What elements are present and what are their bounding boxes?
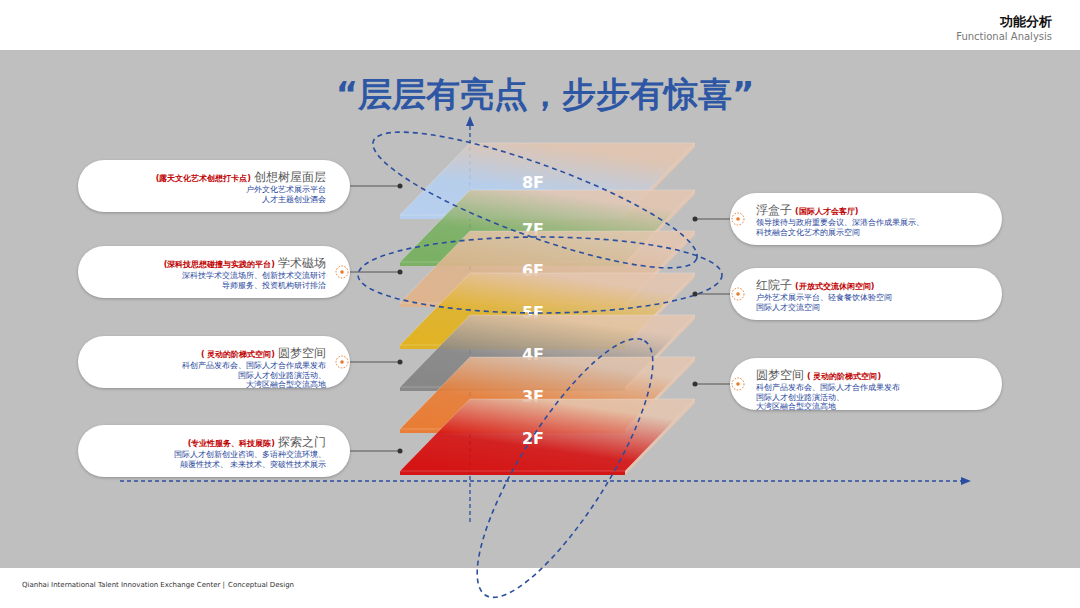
callout-tag: (露天文化艺术创想打卡点)	[156, 174, 251, 183]
leader-stroke	[350, 362, 400, 363]
callout-heading-row: (深科技思想碰撞与实践的平台)学术磁场	[90, 254, 326, 270]
callout-box: ( 灵动的阶梯式空间)圆梦空间科创产品发布会、国际人才合作成果发布 国际人才创业…	[78, 336, 350, 388]
leader-line	[693, 382, 731, 387]
leader-dot	[398, 184, 403, 189]
leader-stroke	[350, 186, 400, 187]
target-icon	[732, 213, 744, 225]
callout-box: 浮盒子(国际人才会客厅)领导接待与政府重要会议、深港合作成果展示、 科技融合文化…	[730, 193, 1002, 245]
section-subtitle: Functional Analysis	[956, 31, 1052, 43]
floor-label: 2F	[400, 429, 666, 449]
callout-box: (专业性服务、科技展陈)探索之门国际人才创新创业咨询、多语种交流环境、颠覆性技术…	[78, 425, 350, 477]
callout-tag: ( 灵动的阶梯式空间)	[201, 350, 275, 359]
leader-line	[350, 449, 403, 454]
callout-heading: 浮盒子	[756, 203, 792, 217]
callout-box: (露天文化艺术创想打卡点)创想树屋面层户外文化艺术展示平台 人才主题创业酒会	[78, 160, 350, 212]
callout-box: 圆梦空间( 灵动的阶梯式空间)科创产品发布会、国际人才合作成果发布 国际人才创业…	[730, 358, 1002, 410]
leader-line	[693, 217, 731, 222]
leader-stroke	[695, 294, 730, 295]
leader-stroke	[695, 219, 730, 220]
callout-heading-row: 圆梦空间( 灵动的阶梯式空间)	[756, 366, 990, 382]
callout-heading-row: 红院子(开放式交流休闲空间)	[756, 276, 990, 292]
callout-heading-row: (露天文化艺术创想打卡点)创想树屋面层	[90, 168, 326, 184]
leader-line	[350, 270, 403, 275]
callout-tag: (专业性服务、科技展陈)	[188, 439, 275, 448]
plate-front-face	[400, 471, 625, 475]
leader-dot	[693, 382, 698, 387]
section-title: 功能分析	[1000, 14, 1052, 30]
callout-heading-row: 浮盒子(国际人才会客厅)	[756, 201, 990, 217]
callout-body: 科创产品发布会、国际人才合作成果发布 国际人才创业路演活动、大湾区融合型交流高地	[756, 383, 916, 412]
axis-arrowhead	[466, 116, 474, 126]
plate-top-face	[400, 399, 695, 471]
callout-body: 领导接待与政府重要会议、深港合作成果展示、 科技融合文化艺术的展示空间	[756, 218, 928, 237]
callout-heading: 学术磁场	[278, 256, 326, 270]
plate-shape	[400, 399, 695, 475]
footer-stage: Conceptual Design	[228, 581, 294, 590]
callout-tag: (深科技思想碰撞与实践的平台)	[164, 260, 275, 269]
callout-heading: 圆梦空间	[756, 368, 804, 382]
callout-box: 红院子(开放式交流休闲空间)户外艺术展示平台、轻食餐饮体验空间 国际人才交流空间	[730, 268, 1002, 320]
target-icon	[336, 266, 348, 278]
orbit-ellipse	[361, 107, 709, 292]
leader-stroke	[350, 272, 400, 273]
leader-dot	[398, 360, 403, 365]
callout-heading: 红院子	[756, 278, 792, 292]
callout-box: (深科技思想碰撞与实践的平台)学术磁场深科技学术交流场所、创新技术交流研讨 导师…	[78, 246, 350, 298]
callout-heading-row: (专业性服务、科技展陈)探索之门	[90, 433, 326, 449]
leader-line	[350, 360, 403, 365]
target-icon	[732, 288, 744, 300]
callout-heading: 创想树屋面层	[254, 170, 326, 184]
callout-body: 国际人才创新创业咨询、多语种交流环境、颠覆性技术、 未来技术、突破性技术展示	[130, 450, 326, 469]
callout-tag: (国际人才会客厅)	[795, 207, 858, 216]
orbit-ellipse	[358, 237, 722, 313]
target-icon	[336, 356, 348, 368]
callout-heading: 圆梦空间	[278, 346, 326, 360]
callout-body: 户外文化艺术展示平台 人才主题创业酒会	[236, 185, 326, 204]
footer-project: Qianhai International Talent Innovation …	[22, 581, 225, 590]
orbit-ellipse	[448, 317, 682, 608]
leader-dot	[693, 292, 698, 297]
callout-body: 户外艺术展示平台、轻食餐饮体验空间 国际人才交流空间	[756, 293, 892, 312]
leader-stroke	[350, 451, 400, 452]
leader-line	[693, 292, 731, 297]
leader-dot	[398, 270, 403, 275]
floor-plate: 2F	[400, 399, 695, 475]
target-icon	[732, 378, 744, 390]
callout-body: 深科技学术交流场所、创新技术交流研讨 导师服务、投资机构研讨排洽	[181, 271, 326, 290]
leader-line	[350, 184, 403, 189]
leader-stroke	[695, 384, 730, 385]
callout-body: 科创产品发布会、国际人才合作成果发布 国际人才创业路演活动、大湾区融合型交流高地	[166, 361, 326, 390]
diagram-title: “层层有亮点，步步有惊喜”	[0, 72, 1080, 116]
callout-heading-row: ( 灵动的阶梯式空间)圆梦空间	[90, 344, 326, 360]
callout-tag: ( 灵动的阶梯式空间)	[807, 372, 881, 381]
leader-dot	[693, 217, 698, 222]
callout-heading: 探索之门	[278, 435, 326, 449]
axis-arrowhead	[961, 477, 971, 485]
leader-dot	[398, 449, 403, 454]
callout-tag: (开放式交流休闲空间)	[795, 282, 874, 291]
horizontal-axis	[120, 480, 962, 481]
